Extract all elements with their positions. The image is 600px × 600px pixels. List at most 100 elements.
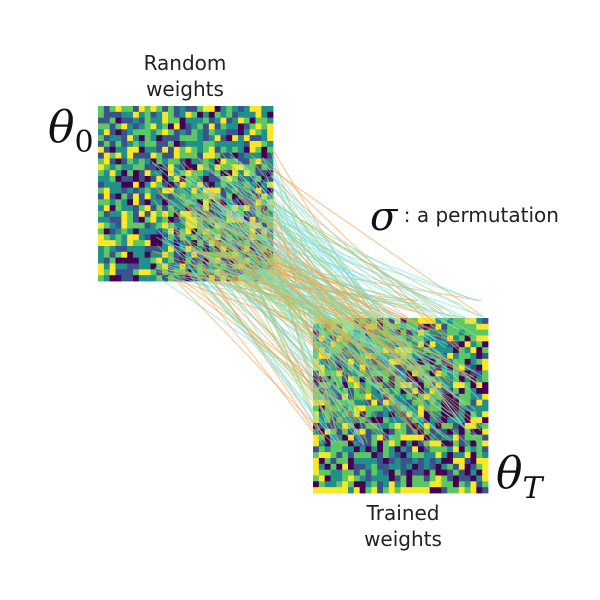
heatmap-cell <box>435 440 442 447</box>
heatmap-cell <box>470 475 477 482</box>
heatmap-cell <box>133 257 140 264</box>
heatmap-cell <box>383 475 390 482</box>
heatmap-cell <box>98 106 105 113</box>
heatmap-cell <box>394 458 401 465</box>
heatmap-cell <box>203 146 210 154</box>
heatmap-cell <box>261 123 268 130</box>
heatmap-cell <box>168 146 175 154</box>
heatmap-cell <box>371 399 378 406</box>
heatmap-cell <box>324 452 331 459</box>
heatmap-cell <box>150 240 157 247</box>
heatmap-cell <box>435 341 442 348</box>
heatmap-cell <box>168 269 175 276</box>
heatmap-cell <box>138 187 146 194</box>
heatmap-cell <box>377 358 384 366</box>
heatmap-cell <box>150 263 157 270</box>
heatmap-cell <box>109 263 116 270</box>
heatmap-cell <box>127 269 134 276</box>
heatmap-cell <box>441 428 448 436</box>
heatmap-cell <box>458 434 466 441</box>
heatmap-cell <box>336 382 343 389</box>
heatmap-cell <box>261 181 268 189</box>
heatmap-cell <box>179 193 186 200</box>
heatmap-cell <box>476 434 483 441</box>
heatmap-cell <box>476 428 483 436</box>
heatmap-cell <box>98 158 105 165</box>
heatmap-cell <box>203 152 210 159</box>
heatmap-cell <box>267 164 274 171</box>
heatmap-cell <box>197 228 204 235</box>
permutation-line <box>260 279 347 312</box>
heatmap-cell <box>238 111 245 119</box>
heatmap-cell <box>98 187 105 194</box>
heatmap-cell <box>98 263 105 270</box>
heatmap-cell <box>435 417 442 424</box>
heatmap-cell <box>133 158 140 165</box>
permutation-line <box>183 203 415 302</box>
heatmap-cell <box>359 393 366 401</box>
heatmap-cell <box>214 111 221 119</box>
heatmap-cell <box>127 106 134 113</box>
theta-0-symbol: θ0 <box>48 102 94 160</box>
heatmap-cell <box>476 393 483 401</box>
heatmap-cell <box>267 123 274 130</box>
heatmap-cell <box>464 452 471 459</box>
heatmap-cell <box>377 434 384 441</box>
heatmap-cell <box>203 123 210 130</box>
heatmap-cell <box>197 141 204 148</box>
heatmap-cell <box>98 216 105 224</box>
heatmap-cell <box>324 382 331 389</box>
heatmap-cell <box>238 170 245 177</box>
heatmap-cell <box>388 318 396 325</box>
heatmap-cell <box>98 193 105 200</box>
heatmap-cell <box>359 446 366 453</box>
heatmap-cell <box>429 393 436 401</box>
heatmap-cell <box>435 446 442 453</box>
heatmap-cell <box>179 117 186 124</box>
heatmap-cell <box>185 199 192 206</box>
heatmap-cell <box>377 446 384 453</box>
permutation-line <box>156 236 343 356</box>
heatmap-cell <box>109 222 116 229</box>
heatmap-cell <box>138 257 146 264</box>
heatmap-cell <box>109 205 116 212</box>
heatmap-cell <box>150 246 157 253</box>
heatmap-cell <box>150 205 157 212</box>
trained-weights-label: Trained weights <box>338 500 468 552</box>
heatmap-cell <box>127 275 134 282</box>
heatmap-cell <box>109 193 116 200</box>
heatmap-cell <box>220 106 227 113</box>
heatmap-cell <box>353 440 361 447</box>
heatmap-cell <box>447 341 454 348</box>
heatmap-cell <box>458 358 466 366</box>
heatmap-cell <box>458 417 466 424</box>
heatmap-cell <box>220 181 227 189</box>
heatmap-cell <box>383 382 390 389</box>
heatmap-cell <box>412 399 419 406</box>
heatmap-cell <box>185 123 192 130</box>
heatmap-cell <box>109 211 116 218</box>
heatmap-cell <box>150 141 157 148</box>
heatmap-cell <box>429 347 436 354</box>
heatmap-cell <box>173 246 181 253</box>
heatmap-cell <box>103 187 111 194</box>
heatmap-cell <box>98 129 105 136</box>
heatmap-cell <box>255 123 262 130</box>
heatmap-cell <box>383 358 390 366</box>
heatmap-cell <box>313 440 320 447</box>
heatmap-cell <box>162 176 169 183</box>
heatmap-cell <box>371 411 378 418</box>
heatmap-cell <box>318 452 326 459</box>
heatmap-cell <box>418 388 425 395</box>
heatmap-cell <box>313 434 320 441</box>
heatmap-cell <box>162 187 169 194</box>
heatmap-cell <box>429 469 436 476</box>
heatmap-cell <box>336 440 343 447</box>
heatmap-cell <box>208 106 216 113</box>
heatmap-cell <box>133 141 140 148</box>
heatmap-cell <box>226 158 233 165</box>
heatmap-cell <box>342 440 349 447</box>
heatmap-cell <box>482 446 489 453</box>
heatmap-cell <box>98 234 105 241</box>
heatmap-cell <box>197 176 204 183</box>
